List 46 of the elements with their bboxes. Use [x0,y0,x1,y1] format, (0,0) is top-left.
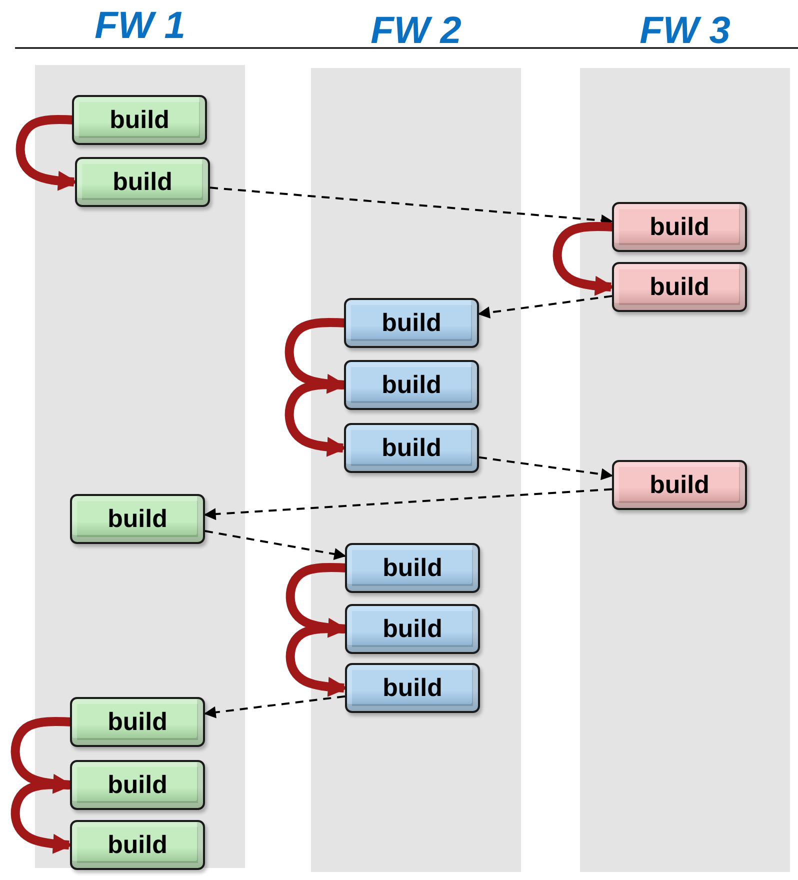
box-label: build [382,308,442,338]
curved-arrow [16,114,78,191]
build-box [612,202,747,252]
column-heading: FW 3 [638,10,732,53]
build-box [344,423,479,473]
build-box [345,663,480,713]
build-box [72,95,207,145]
build-box [345,543,480,593]
curved-arrow [10,780,73,854]
curved-arrow [284,380,347,457]
box-label: build [650,212,710,242]
curved-arrow [10,716,73,794]
box-label: build [650,470,710,500]
box-label: build [108,830,168,860]
column-heading: FW 2 [370,10,462,53]
box-label: build [382,370,442,400]
box-label: build [108,504,168,534]
box-label: build [108,770,168,800]
curved-arrow [552,222,615,296]
build-box [70,820,205,870]
curved-arrow [286,562,348,638]
build-box [75,157,210,207]
dashed-arrow [204,530,346,560]
box-label: build [382,674,442,702]
box-label: build [382,434,442,462]
box-label: build [110,106,170,134]
build-box [612,262,747,312]
dashed-arrow [204,695,346,718]
build-box [345,604,480,654]
build-box [70,494,205,544]
box-label: build [382,554,442,582]
column-heading: FW 1 [94,5,186,48]
build-box [70,760,205,810]
build-box [344,360,479,410]
box-label: build [112,168,172,196]
box-label: build [382,614,442,644]
dashed-arrow [478,456,614,480]
curved-arrow [284,318,347,394]
dashed-arrow [478,295,612,318]
build-box [612,460,747,510]
build-box [70,697,205,747]
dashed-arrow [204,488,612,520]
curved-arrow [286,624,348,697]
build-box [344,298,479,348]
box-label: build [108,708,168,736]
box-label: build [650,272,710,302]
